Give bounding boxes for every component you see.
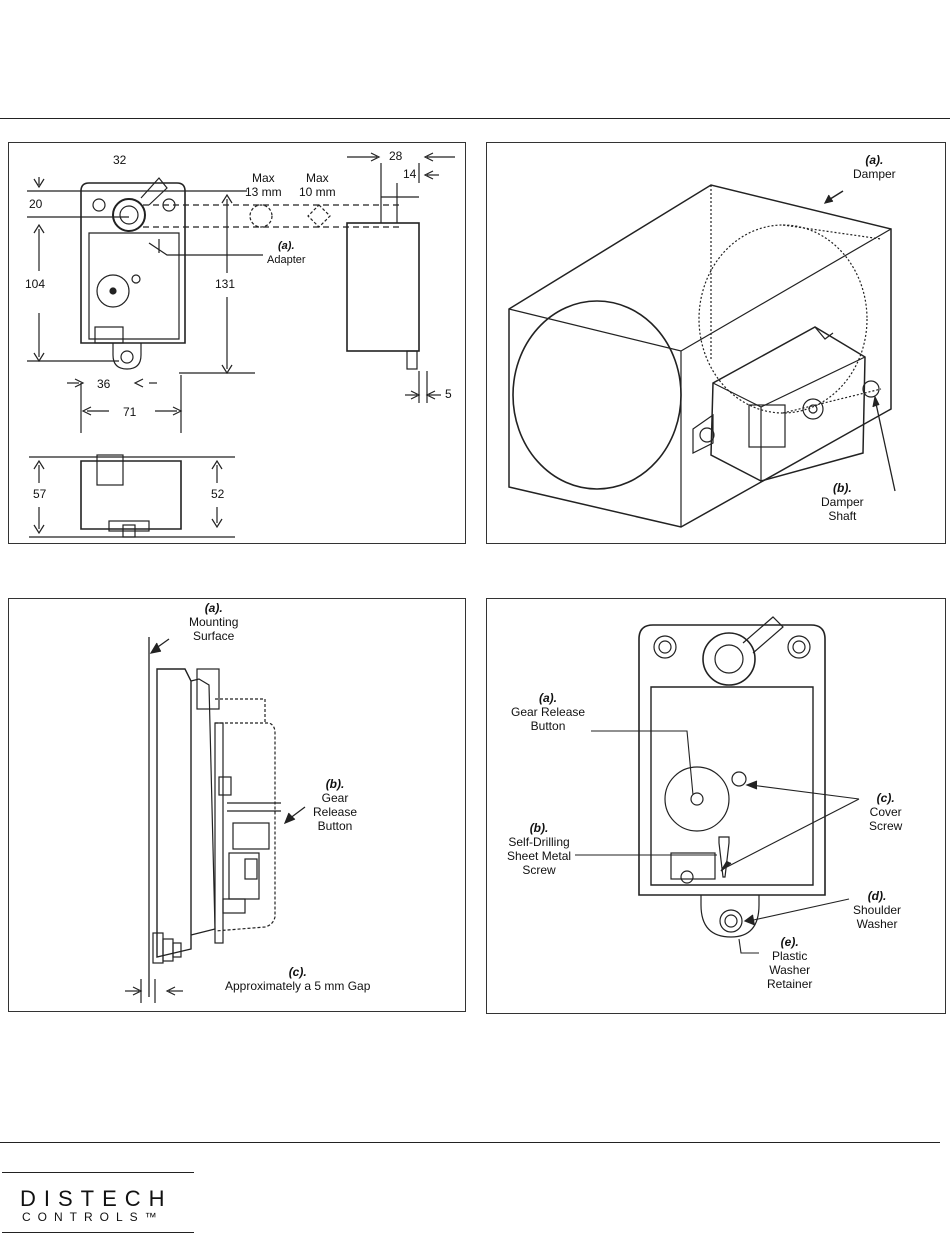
damper-label: (a). Damper bbox=[853, 153, 896, 181]
logo-bottom-line bbox=[2, 1232, 194, 1233]
plastic-washer-retainer-label: (e). Plastic Washer Retainer bbox=[767, 935, 813, 991]
bottom-rule bbox=[0, 1142, 940, 1143]
dimensions-panel: 32 20 104 131 36 71 28 14 5 57 52 Max 13… bbox=[8, 142, 466, 544]
logo-word-distech: DISTECH bbox=[20, 1186, 173, 1211]
dim-57: 57 bbox=[33, 487, 47, 501]
callouts-drawing bbox=[575, 616, 860, 954]
dimensions-drawing bbox=[27, 152, 455, 538]
damper-panel: (a). Damper (b). Damper Shaft bbox=[486, 142, 946, 544]
mounting-panel: (a). Mounting Surface (b). Gear Release … bbox=[8, 598, 466, 1012]
shoulder-washer-label: (d). Shoulder Washer bbox=[853, 889, 902, 931]
dim-14: 14 bbox=[403, 167, 417, 181]
mounting-surface-label: (a). Mounting Surface bbox=[189, 601, 239, 643]
max-10mm-label: Max 10 mm bbox=[299, 171, 336, 199]
gap-label: (c). Approximately a 5 mm Gap bbox=[225, 965, 371, 993]
dim-104: 104 bbox=[25, 277, 46, 291]
damper-drawing bbox=[508, 184, 896, 528]
dim-28: 28 bbox=[389, 149, 403, 163]
damper-shaft-label: (b). Damper Shaft bbox=[821, 481, 864, 523]
mounting-drawing bbox=[125, 637, 306, 1003]
callouts-panel: (a). Gear Release Button (b). Self-Drill… bbox=[486, 598, 946, 1014]
logo-word-controls: CONTROLS™ bbox=[22, 1210, 164, 1224]
dim-5: 5 bbox=[445, 387, 452, 401]
dim-32: 32 bbox=[113, 153, 127, 167]
dim-20: 20 bbox=[29, 197, 43, 211]
distech-logo: DISTECH CONTROLS™ bbox=[2, 1172, 194, 1233]
dim-52: 52 bbox=[211, 487, 225, 501]
gear-release-button-label: (a). Gear Release Button bbox=[511, 691, 586, 733]
max-13mm-label: Max 13 mm bbox=[245, 171, 282, 199]
dim-71: 71 bbox=[123, 405, 137, 419]
gear-release-label: (b). Gear Release Button bbox=[313, 777, 358, 833]
logo-top-line bbox=[2, 1172, 194, 1173]
top-rule bbox=[0, 118, 950, 119]
cover-screw-label: (c). Cover Screw bbox=[869, 791, 903, 833]
dim-36: 36 bbox=[97, 377, 111, 391]
dim-131: 131 bbox=[215, 277, 236, 291]
adapter-label: (a). Adapter bbox=[267, 240, 306, 266]
self-drilling-screw-label: (b). Self-Drilling Sheet Metal Screw bbox=[507, 821, 572, 877]
